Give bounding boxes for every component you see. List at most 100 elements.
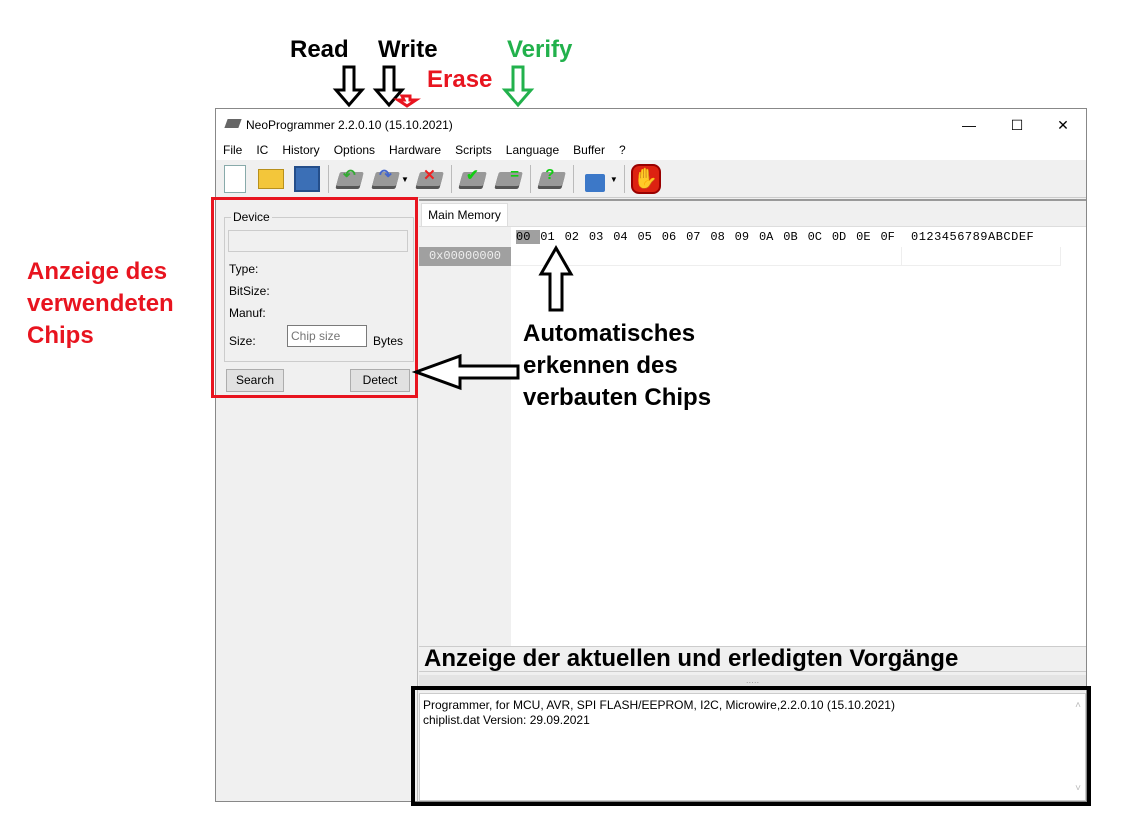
detect-chip-icon: ? bbox=[538, 166, 566, 186]
address-cell: 0x00000000 bbox=[419, 247, 511, 266]
device-panel: Device Type: BitSize: Manuf: Size: Bytes… bbox=[218, 199, 418, 801]
size-label: Size: bbox=[229, 334, 256, 348]
write-arrow-icon bbox=[372, 65, 406, 108]
device-group-label: Device bbox=[231, 210, 272, 224]
auto-detect-annotation: Automatisches erkennen des verbauten Chi… bbox=[523, 318, 711, 414]
log-line: Programmer, for MCU, AVR, SPI FLASH/EEPR… bbox=[423, 698, 895, 712]
write-chip-button[interactable]: ↷ bbox=[371, 164, 401, 194]
annotation-line: erkennen des bbox=[523, 352, 678, 379]
verify-annotation: Verify bbox=[507, 36, 573, 63]
erase-annotation: Erase bbox=[427, 66, 493, 93]
menu-ic[interactable]: IC bbox=[256, 143, 269, 157]
tab-main-memory[interactable]: Main Memory bbox=[421, 203, 508, 226]
manuf-label: Manuf: bbox=[229, 306, 266, 320]
log-highlight-box bbox=[411, 686, 1091, 806]
hex-column-header: 0C bbox=[807, 230, 822, 244]
address-column bbox=[419, 227, 511, 647]
hex-column-header: 0F bbox=[880, 230, 895, 244]
stop-button[interactable]: ✋ bbox=[630, 164, 661, 194]
annotation-line: verwendeten bbox=[27, 290, 174, 317]
hex-column-header: 04 bbox=[613, 230, 628, 244]
protect-button[interactable] bbox=[580, 164, 610, 194]
menu-hardware[interactable]: Hardware bbox=[389, 143, 442, 157]
hex-column-header: 09 bbox=[734, 230, 750, 244]
toolbar-separator bbox=[623, 165, 625, 193]
write-dropdown-icon[interactable]: ▼ bbox=[401, 174, 409, 184]
menu-file[interactable]: File bbox=[223, 143, 243, 157]
toolbar-separator bbox=[450, 165, 452, 193]
open-file-button[interactable] bbox=[256, 164, 286, 194]
log-line: chiplist.dat Version: 29.09.2021 bbox=[423, 713, 590, 727]
annotation-line: Chips bbox=[27, 322, 94, 349]
blank-check-button[interactable]: ✔ bbox=[458, 164, 488, 194]
menu-history[interactable]: History bbox=[282, 143, 320, 157]
save-file-button[interactable] bbox=[292, 164, 322, 194]
menu-scripts[interactable]: Scripts bbox=[455, 143, 492, 157]
menu-options[interactable]: Options bbox=[333, 143, 376, 157]
hex-column-header: 0A bbox=[758, 230, 774, 244]
hex-column-header: 06 bbox=[661, 230, 677, 244]
scroll-down-icon[interactable]: ˅ bbox=[1075, 783, 1081, 794]
verify-arrow-icon bbox=[501, 65, 535, 108]
toolbar: ↶ ↷ ▼ ✕ ✔ = ? ▼ ✋ bbox=[216, 161, 1086, 198]
log-annotation: Anzeige der aktuellen und erledigten Vor… bbox=[424, 645, 959, 672]
device-highlight-box bbox=[211, 197, 418, 398]
read-chip-button[interactable]: ↶ bbox=[335, 164, 365, 194]
hex-column-header: 0B bbox=[783, 230, 798, 244]
chip-size-input[interactable] bbox=[287, 325, 367, 347]
detect-button[interactable]: Detect bbox=[350, 369, 410, 392]
hex-column-header: 08 bbox=[710, 230, 725, 244]
floppy-icon bbox=[294, 166, 320, 192]
hex-row[interactable] bbox=[511, 247, 1061, 266]
toolbar-separator bbox=[328, 165, 329, 193]
annotation-line: Anzeige des bbox=[27, 258, 168, 285]
app-window: NeoProgrammer 2.2.0.10 (15.10.2021) — ☐ … bbox=[215, 108, 1087, 802]
menu-help[interactable]: ? bbox=[618, 143, 626, 157]
read-chip-icon: ↶ bbox=[336, 167, 364, 186]
detect-chip-button[interactable]: ? bbox=[537, 164, 567, 194]
erase-chip-button[interactable]: ✕ bbox=[415, 164, 445, 194]
menu-bar: File IC History Options Hardware Scripts… bbox=[216, 141, 1086, 160]
close-button[interactable]: ✕ bbox=[1057, 117, 1069, 133]
hex-column-header: 05 bbox=[637, 230, 652, 244]
type-label: Type: bbox=[229, 262, 259, 276]
app-icon bbox=[224, 119, 242, 128]
device-group: Device Type: BitSize: Manuf: Size: Bytes bbox=[224, 210, 414, 362]
annotation-line: Automatisches bbox=[523, 320, 696, 347]
new-file-button[interactable] bbox=[220, 164, 250, 194]
protect-dropdown-icon[interactable]: ▼ bbox=[609, 174, 618, 184]
title-bar: NeoProgrammer 2.2.0.10 (15.10.2021) — ☐ … bbox=[216, 109, 1086, 141]
verify-chip-icon: = bbox=[495, 166, 523, 186]
minimize-button[interactable]: — bbox=[962, 117, 976, 133]
hex-column-header: 01 bbox=[540, 230, 555, 244]
erase-arrow-icon bbox=[393, 94, 421, 108]
check-chip-icon: ✔ bbox=[459, 167, 487, 186]
scroll-up-icon[interactable]: ˄ bbox=[1075, 700, 1081, 711]
read-annotation: Read bbox=[290, 36, 349, 63]
padlock-icon bbox=[584, 174, 605, 192]
device-name-field[interactable] bbox=[228, 230, 408, 252]
bytes-unit-label: Bytes bbox=[373, 334, 404, 348]
maximize-button[interactable]: ☐ bbox=[1010, 117, 1024, 133]
menu-language[interactable]: Language bbox=[505, 143, 560, 157]
new-file-icon bbox=[224, 165, 246, 193]
bitsize-label: BitSize: bbox=[229, 284, 270, 298]
stop-hand-icon: ✋ bbox=[630, 164, 661, 194]
menu-buffer[interactable]: Buffer bbox=[573, 143, 605, 157]
hex-column-header: 0E bbox=[856, 230, 871, 244]
toolbar-separator bbox=[572, 165, 574, 193]
write-chip-icon: ↷ bbox=[372, 167, 400, 186]
write-annotation: Write bbox=[378, 36, 438, 63]
hex-column-header: 02 bbox=[564, 230, 579, 244]
panel-divider bbox=[419, 199, 1086, 201]
ascii-header: 0123456789ABCDEF bbox=[911, 230, 1035, 244]
verify-chip-button[interactable]: = bbox=[494, 164, 524, 194]
hex-column-header: 07 bbox=[686, 230, 701, 244]
hex-column-header: 0D bbox=[831, 230, 847, 244]
search-button[interactable]: Search bbox=[226, 369, 284, 392]
toolbar-separator bbox=[529, 165, 531, 193]
log-box[interactable]: Programmer, for MCU, AVR, SPI FLASH/EEPR… bbox=[419, 693, 1086, 801]
erase-chip-icon: ✕ bbox=[416, 167, 444, 186]
